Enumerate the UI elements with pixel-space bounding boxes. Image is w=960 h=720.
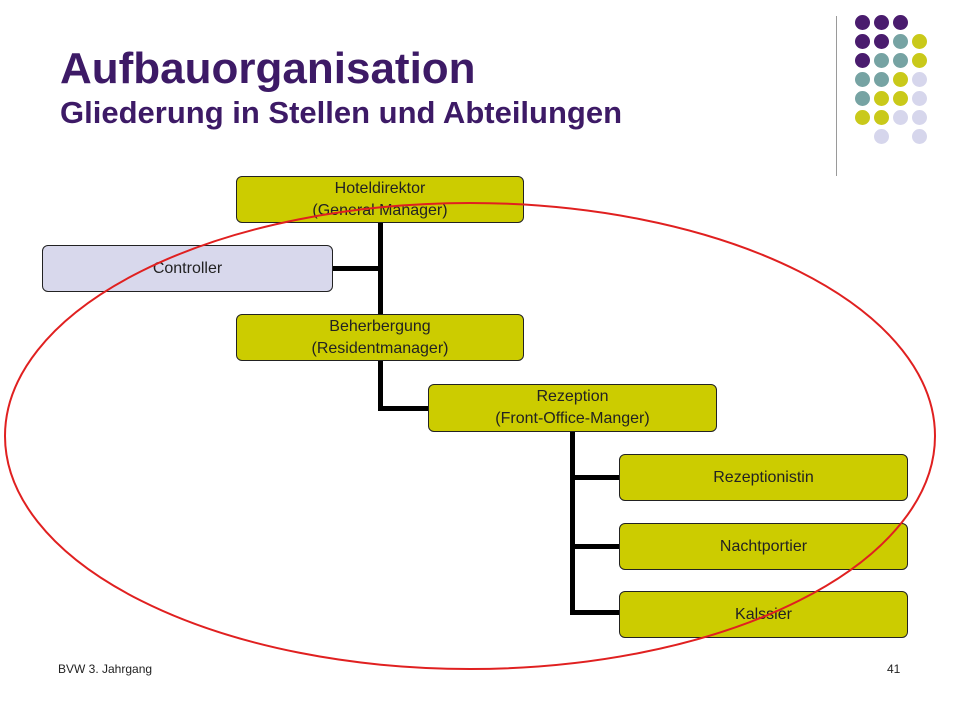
decor-dot — [874, 15, 889, 30]
decor-dot — [893, 72, 908, 87]
connector-night-porter — [570, 544, 620, 549]
decor-dot — [912, 91, 927, 106]
connector-accommodation-trunk — [378, 360, 383, 410]
connector-controller — [333, 266, 381, 271]
box-controller-label: Controller — [152, 259, 223, 277]
decor-dot — [912, 72, 927, 87]
box-accommodation: Beherbergung (Residentmanager) — [236, 314, 524, 361]
decor-dot — [874, 91, 889, 106]
slide-title: Aufbauorganisation Gliederung in Stellen… — [60, 44, 622, 132]
footer-page-number: 41 — [887, 662, 901, 676]
decor-dot — [855, 34, 870, 49]
highlight-ellipse — [4, 202, 936, 670]
box-accommodation-subtitle: (Residentmanager) — [311, 339, 449, 357]
decor-dot — [874, 110, 889, 125]
decor-dot — [874, 72, 889, 87]
box-receptionist-label: Rezeptionistin — [713, 468, 814, 486]
box-hotel-director-subtitle: (General Manager) — [312, 201, 448, 219]
decor-dot — [893, 91, 908, 106]
box-reception-subtitle: (Front-Office-Manger) — [495, 410, 650, 427]
connector-receptionist — [570, 475, 620, 480]
footer-course-label: BVW 3. Jahrgang — [58, 662, 153, 676]
decor-dot — [912, 110, 927, 125]
decor-dot — [855, 110, 870, 125]
decor-dot — [893, 34, 908, 49]
connector-cashier — [570, 610, 620, 615]
box-night-porter-label: Nachtportier — [719, 537, 808, 555]
decor-dot — [874, 53, 889, 68]
title-main: Aufbauorganisation — [60, 44, 476, 93]
decor-dot — [855, 72, 870, 87]
decor-dot — [855, 91, 870, 106]
box-hotel-director: Hoteldirektor (General Manager) — [236, 176, 524, 223]
box-night-porter: Nachtportier — [619, 523, 908, 570]
decor-dot — [855, 15, 870, 30]
decor-dot-grid — [0, 0, 960, 180]
box-cashier: Kalssier — [619, 591, 908, 638]
title-subtitle: Gliederung in Stellen und Abteilungen — [60, 95, 623, 130]
box-reception-title: Rezeption — [536, 388, 609, 405]
decor-dot — [874, 34, 889, 49]
box-accommodation-title: Beherbergung — [329, 317, 431, 335]
decor-dot — [893, 15, 908, 30]
decor-dot — [874, 129, 889, 144]
connector-reception-trunk — [570, 432, 575, 614]
decor-dot — [912, 53, 927, 68]
decor-dot — [893, 53, 908, 68]
box-hotel-director-title: Hoteldirektor — [334, 179, 426, 197]
decor-dot — [893, 110, 908, 125]
decor-dot — [855, 53, 870, 68]
decor-vertical-line — [836, 16, 837, 176]
box-controller: Controller — [42, 245, 333, 292]
connector-reception — [378, 406, 428, 411]
decor-dot — [912, 34, 927, 49]
box-receptionist: Rezeptionistin — [619, 454, 908, 501]
box-reception: Rezeption (Front-Office-Manger) — [428, 384, 717, 432]
decor-dot — [912, 129, 927, 144]
